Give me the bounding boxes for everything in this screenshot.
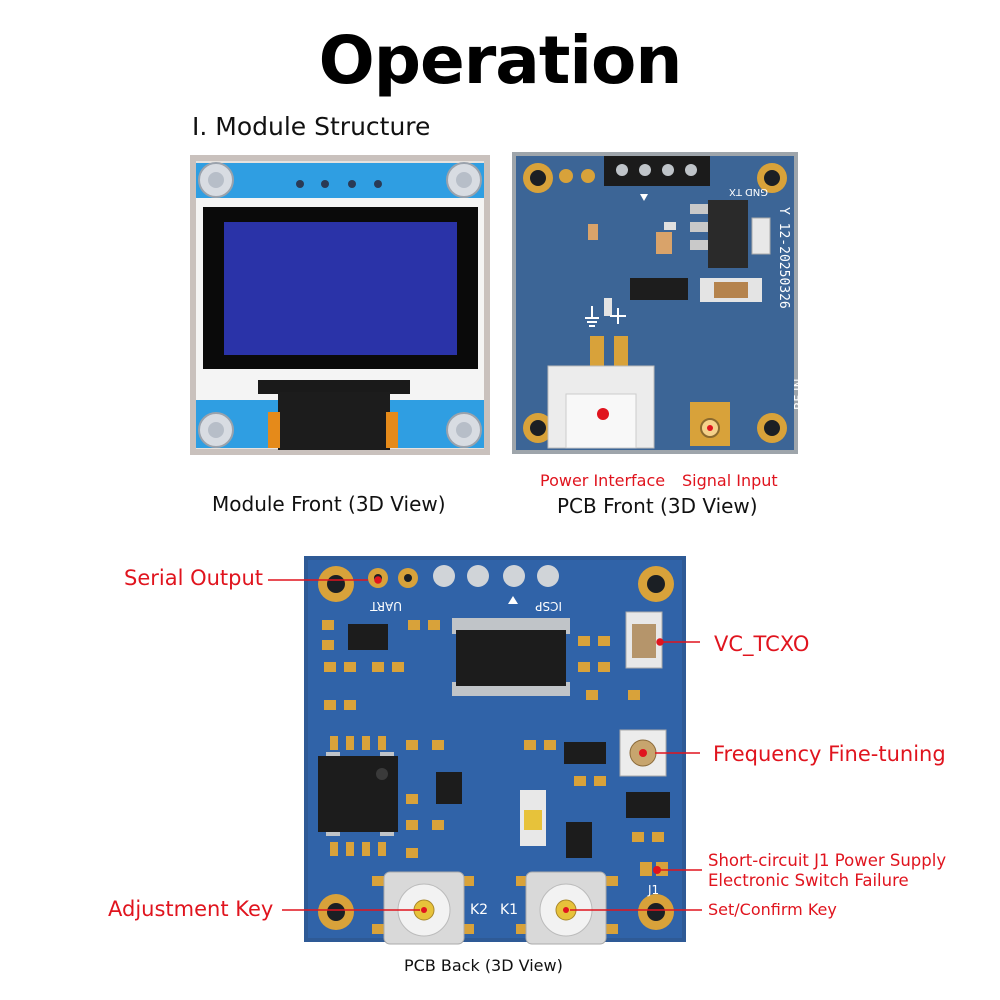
page-title: Operation: [318, 22, 683, 99]
silk-rfin: RF IN: [792, 378, 806, 410]
silk-9vin: 9V IN: [495, 360, 509, 392]
silk-date: Y 12-20250326: [776, 207, 791, 309]
silk-k2: K2: [470, 902, 488, 918]
section-title: I. Module Structure: [192, 112, 431, 141]
silk-k1: K1: [500, 902, 518, 918]
adjustment-key-label: Adjustment Key: [108, 897, 274, 921]
silk-j1: J1: [647, 883, 659, 897]
pcb-back-caption: PCB Back (3D View): [404, 956, 563, 975]
frequency-fine-tuning-label: Frequency Fine-tuning: [713, 742, 946, 766]
short-circuit-label-line1: Short-circuit J1 Power Supply: [708, 851, 947, 870]
silk-tx: TX: [729, 186, 743, 197]
signal-input-label: Signal Input: [682, 471, 778, 490]
silk-icsp: ICSP: [535, 599, 562, 613]
serial-output-label: Serial Output: [124, 566, 264, 590]
silk-gnd: GND: [745, 186, 768, 197]
power-interface-label: Power Interface: [540, 471, 666, 490]
short-circuit-label-line2: Electronic Switch Failure: [708, 871, 909, 890]
pcb-front-caption: PCB Front (3D View): [557, 494, 758, 518]
silk-uart: UART: [370, 599, 402, 613]
module-front-caption: Module Front (3D View): [212, 492, 446, 516]
set-confirm-key-label: Set/Confirm Key: [708, 900, 837, 919]
vc-tcxo-label: VC_TCXO: [714, 632, 810, 656]
